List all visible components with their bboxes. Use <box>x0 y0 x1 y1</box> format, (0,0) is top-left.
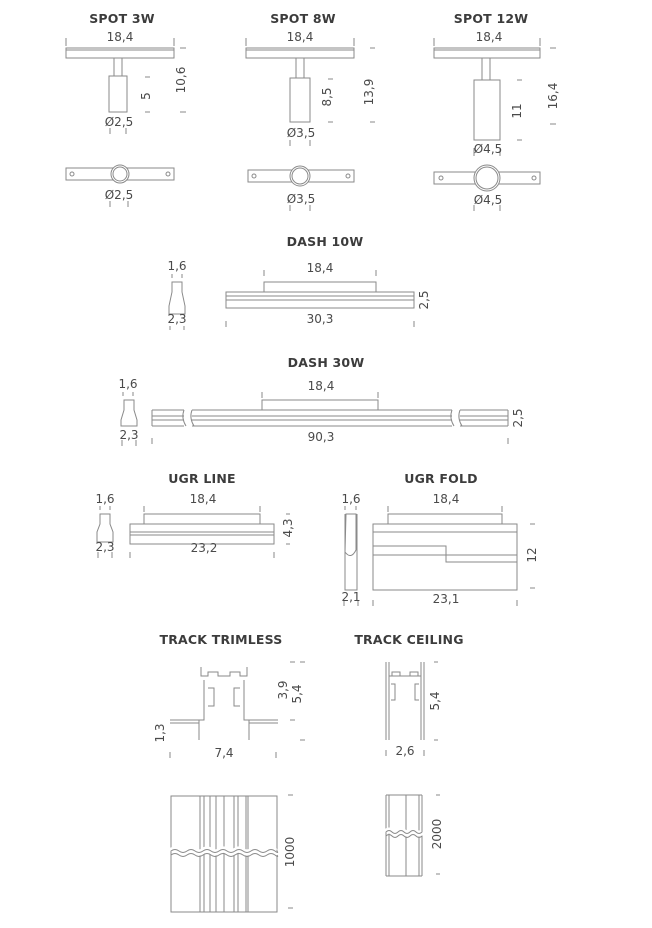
dash10w-profile-bottom-dim: 2,3 <box>167 312 187 326</box>
track-trimless-section-drawing <box>169 661 305 758</box>
ugr-fold-profile-top-dim: 1,6 <box>341 492 361 506</box>
spot12w-top-drawing <box>433 164 541 211</box>
dash10w-profile-top-dim: 1,6 <box>167 259 187 273</box>
ugr-fold-height-dim: 12 <box>525 547 539 563</box>
ugr-fold-length-dim: 23,1 <box>432 592 460 606</box>
track-ceiling-title: TRACK CEILING <box>354 632 464 647</box>
spot12w-body-height-dim: 11 <box>510 103 524 119</box>
ugr-line-side-drawing <box>129 506 290 558</box>
ugr-fold-title: UGR FOLD <box>404 471 478 486</box>
ugr-line-length-dim: 23,2 <box>190 541 218 555</box>
track-trimless-length-dim: 1000 <box>283 836 297 868</box>
ugr-line-profile-drawing <box>96 506 114 558</box>
track-trimless-width-dim: 7,4 <box>214 746 234 760</box>
dash30w-title: DASH 30W <box>287 355 365 370</box>
dash10w-side-drawing <box>225 270 415 327</box>
ugr-fold-side-drawing <box>372 506 535 606</box>
spot12w-side-drawing <box>433 38 556 156</box>
ugr-line-height-dim: 4,3 <box>281 518 295 538</box>
track-ceiling-width-dim: 2,6 <box>395 744 415 758</box>
track-trimless-length-drawing <box>169 794 293 913</box>
track-trimless-total-height-dim: 5,4 <box>290 684 304 704</box>
dash10w-height-dim: 2,5 <box>417 290 431 310</box>
track-ceiling-length-dim: 2000 <box>430 818 444 850</box>
dash30w-length-dim: 90,3 <box>307 430 335 444</box>
dash30w-adapter-width-dim: 18,4 <box>307 379 335 393</box>
spot8w-top-drawing <box>247 165 355 211</box>
ugr-line-title: UGR LINE <box>168 471 236 486</box>
spot3w-total-height-dim: 10,6 <box>174 66 188 94</box>
track-trimless-inner-height-dim: 3,9 <box>276 680 290 700</box>
spot3w-title: SPOT 3W <box>89 11 155 26</box>
track-ceiling-height-dim: 5,4 <box>428 691 442 711</box>
dash30w-profile-bottom-dim: 2,3 <box>119 428 139 442</box>
spot12w-title: SPOT 12W <box>453 11 529 26</box>
dash30w-side-drawing <box>151 392 509 444</box>
track-trimless-flange-dim: 1,3 <box>153 723 167 743</box>
spot3w-diameter-side-dim: Ø2,5 <box>104 115 134 129</box>
spot12w-diameter-side-dim: Ø4,5 <box>473 142 503 156</box>
dash30w-profile-drawing <box>120 392 138 446</box>
dash10w-title: DASH 10W <box>286 234 364 249</box>
ugr-fold-profile-bottom-dim: 2,1 <box>341 590 361 604</box>
ugr-line-profile-top-dim: 1,6 <box>95 492 115 506</box>
spot12w-width-dim: 18,4 <box>475 30 503 44</box>
spot8w-diameter-top-dim: Ø3,5 <box>286 192 316 206</box>
spot12w-total-height-dim: 16,4 <box>546 82 560 110</box>
spot8w-width-dim: 18,4 <box>286 30 314 44</box>
spot3w-side-drawing <box>65 38 186 134</box>
spot8w-body-height-dim: 8,5 <box>320 87 334 107</box>
ugr-line-adapter-width-dim: 18,4 <box>189 492 217 506</box>
spot3w-body-height-dim: 5 <box>139 92 153 100</box>
dash30w-profile-top-dim: 1,6 <box>118 377 138 391</box>
spot3w-width-dim: 18,4 <box>106 30 134 44</box>
ugr-fold-adapter-width-dim: 18,4 <box>432 492 460 506</box>
dash10w-length-dim: 30,3 <box>306 312 334 326</box>
spot8w-total-height-dim: 13,9 <box>362 78 376 106</box>
ugr-fold-profile-drawing <box>343 506 359 606</box>
spot3w-top-drawing <box>65 164 175 207</box>
spot8w-side-drawing <box>245 38 375 146</box>
track-ceiling-section-drawing <box>385 661 438 756</box>
ugr-line-profile-bottom-dim: 2,3 <box>95 540 115 554</box>
track-trimless-title: TRACK TRIMLESS <box>159 632 283 647</box>
spot3w-diameter-top-dim: Ø2,5 <box>104 188 134 202</box>
spot12w-diameter-top-dim: Ø4,5 <box>473 193 503 207</box>
track-ceiling-length-drawing <box>383 794 440 877</box>
dash30w-height-dim: 2,5 <box>511 408 525 428</box>
dash10w-adapter-width-dim: 18,4 <box>306 261 334 275</box>
spot8w-diameter-side-dim: Ø3,5 <box>286 126 316 140</box>
dash10w-profile-drawing <box>168 274 186 330</box>
spot8w-title: SPOT 8W <box>270 11 336 26</box>
